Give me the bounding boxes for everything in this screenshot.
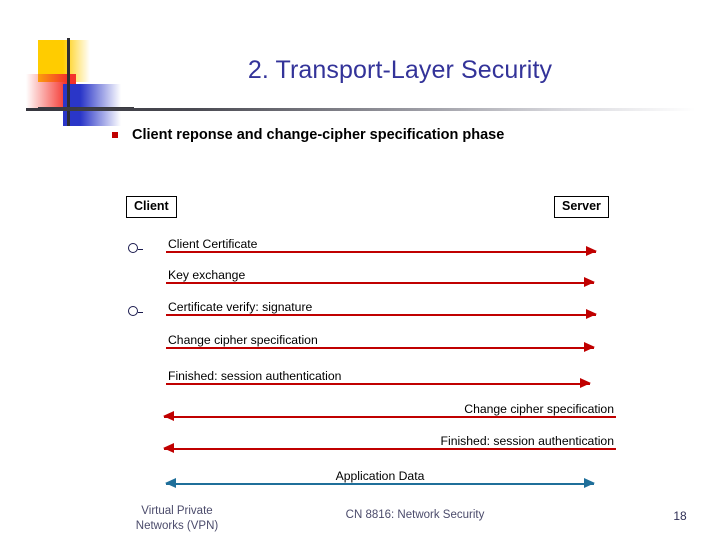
footer-section-line2: Networks (VPN) xyxy=(135,520,219,532)
message-line xyxy=(165,478,595,489)
message-line xyxy=(163,443,616,454)
footer-course-label: CN 8816: Network Security xyxy=(345,509,485,521)
optional-dash-icon xyxy=(138,248,143,251)
optional-dash-icon xyxy=(138,311,143,314)
message-label: Finished: session authentication xyxy=(440,434,614,448)
message-line xyxy=(166,378,591,389)
message-line xyxy=(163,411,616,422)
message-line xyxy=(166,277,595,288)
message-label: Application Data xyxy=(335,469,425,483)
arrowhead-right-icon xyxy=(586,309,597,320)
optional-circle-icon xyxy=(128,242,138,253)
title-underline-rule xyxy=(26,108,696,111)
message-label: Client Certificate xyxy=(168,237,258,251)
arrowhead-right-icon xyxy=(584,342,595,353)
logo-blue-square xyxy=(63,84,121,126)
arrowhead-left-icon xyxy=(163,411,174,422)
arrowhead-right-icon xyxy=(584,277,595,288)
footer-section-line1: Virtual Private xyxy=(141,505,213,517)
message-line xyxy=(166,342,595,353)
message-arrow: Finished: session authentication xyxy=(166,361,591,389)
message-arrow: Change cipher specification xyxy=(163,394,616,422)
message-arrow: Certificate verify: signature xyxy=(166,292,597,320)
logo-vertical-line xyxy=(67,38,70,126)
message-label: Key exchange xyxy=(168,268,246,282)
optional-circle-icon xyxy=(128,305,138,316)
arrowhead-right-icon xyxy=(584,478,595,489)
message-arrow: Client Certificate xyxy=(166,229,597,257)
bullet-text: Client reponse and change-cipher specifi… xyxy=(132,127,505,143)
optional-marker-certificate-verify xyxy=(128,303,150,317)
square-bullet-icon xyxy=(112,132,118,138)
message-label: Certificate verify: signature xyxy=(168,300,313,314)
arrowhead-left-icon xyxy=(165,478,176,489)
footer-section-label: Virtual Private Networks (VPN) xyxy=(112,504,242,534)
bullet-row: Client reponse and change-cipher specifi… xyxy=(112,127,504,143)
message-label: Change cipher specification xyxy=(168,333,318,347)
client-endpoint-box: Client xyxy=(126,196,177,218)
message-line xyxy=(166,309,597,320)
slide-title: 2. Transport-Layer Security xyxy=(247,56,553,84)
slide-logo-decoration xyxy=(26,38,134,126)
server-endpoint-box: Server xyxy=(554,196,609,218)
message-label: Finished: session authentication xyxy=(168,369,342,383)
optional-marker-client-certificate xyxy=(128,240,150,254)
message-arrow: Key exchange xyxy=(166,260,595,288)
message-line xyxy=(166,246,597,257)
message-arrow: Change cipher specification xyxy=(166,325,595,353)
arrowhead-right-icon xyxy=(586,246,597,257)
message-arrow: Finished: session authentication xyxy=(163,426,616,454)
arrowhead-left-icon xyxy=(163,443,174,454)
footer-page-number: 18 xyxy=(673,509,687,523)
message-label: Change cipher specification xyxy=(464,402,614,416)
arrowhead-right-icon xyxy=(580,378,591,389)
message-arrow: Application Data xyxy=(165,461,595,489)
